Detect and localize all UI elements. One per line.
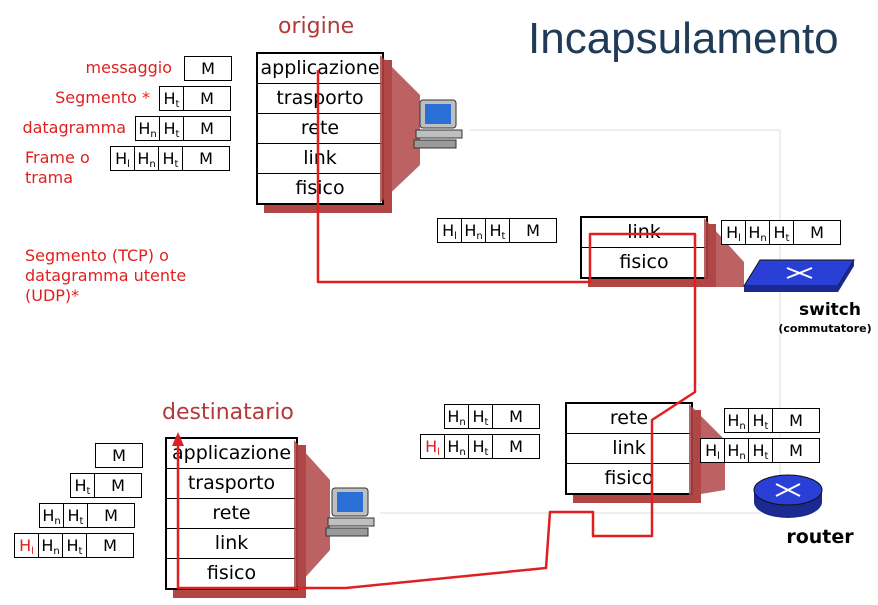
- transport-header-cell: Ht: [159, 147, 183, 170]
- network-header-cell: Hn: [445, 435, 469, 458]
- transport-header-cell: Ht: [469, 405, 493, 428]
- link-header-cell: Hl: [701, 439, 725, 462]
- source-shadow-wedge: [380, 55, 420, 203]
- packet-frame: Hl Hn Ht M: [110, 146, 230, 171]
- switch-label: switch: [799, 300, 861, 320]
- payload-cell: M: [104, 506, 118, 525]
- computer-icon: [413, 99, 463, 149]
- payload-cell: M: [201, 59, 215, 78]
- destination-layer-physical: fisico: [206, 562, 257, 584]
- switch-icon: [743, 259, 855, 292]
- packet-datagram: Hn Ht M: [135, 116, 231, 141]
- footnote-segment: Segmento (TCP) o datagramma utente (UDP)…: [25, 246, 187, 305]
- transport-header-cell: Ht: [160, 117, 184, 140]
- router-icon: [753, 474, 823, 518]
- payload-cell: M: [509, 437, 523, 456]
- router-layer-network: rete: [567, 404, 691, 434]
- link-header-cell: Hl: [438, 219, 462, 242]
- destination-packet-segment: Ht M: [70, 473, 142, 498]
- network-header-cell: Hn: [445, 405, 469, 428]
- source-layer-transport: trasporto: [258, 84, 382, 114]
- destination-shadow-wedge: [294, 440, 330, 590]
- packet-segment: Ht M: [159, 86, 231, 111]
- payload-cell: M: [526, 221, 540, 240]
- transport-header-cell: Ht: [71, 474, 95, 497]
- destination-layer-link: link: [167, 529, 296, 559]
- link-header-cell: Hl: [722, 221, 746, 244]
- source-layer-network: rete: [258, 114, 382, 144]
- link-header-cell: Hl: [421, 435, 445, 458]
- network-header-cell: Hn: [725, 409, 749, 432]
- network-header-cell: Hn: [462, 219, 486, 242]
- router-outgoing-frame: Hl Hn Ht M: [700, 438, 820, 463]
- switch-layer-link: link: [582, 218, 706, 248]
- network-header-cell: Hn: [746, 221, 770, 244]
- router-protocol-stack: rete link fisico: [565, 402, 693, 495]
- payload-cell: M: [199, 149, 213, 168]
- switch-sublabel: (commutatore): [778, 322, 872, 335]
- transport-header-cell: Ht: [486, 219, 510, 242]
- router-outgoing-datagram: Hn Ht M: [724, 408, 820, 433]
- label-frame: Frame o trama: [25, 148, 90, 187]
- transport-header-cell: Ht: [749, 409, 773, 432]
- source-layer-application: applicazione: [258, 54, 382, 84]
- destination-layer-application: applicazione: [167, 439, 296, 469]
- transport-header-cell: Ht: [749, 439, 773, 462]
- network-header-cell: Hn: [135, 147, 159, 170]
- payload-cell: M: [112, 446, 126, 465]
- network-header-cell: Hn: [39, 534, 63, 557]
- router-label: router: [786, 526, 854, 548]
- transport-header-cell: Ht: [770, 221, 794, 244]
- source-title: origine: [278, 14, 355, 39]
- destination-packet-datagram: Hn Ht M: [39, 503, 135, 528]
- network-header-cell: Hn: [40, 504, 64, 527]
- payload-cell: M: [200, 119, 214, 138]
- payload-cell: M: [810, 223, 824, 242]
- transport-header-cell: Ht: [63, 534, 87, 557]
- router-layer-physical: fisico: [604, 467, 654, 489]
- diagram-title: Incapsulamento: [528, 14, 839, 63]
- switch-outgoing-frame: Hl Hn Ht M: [721, 220, 841, 245]
- label-datagram: datagramma: [22, 118, 126, 137]
- destination-layer-transport: trasporto: [167, 469, 296, 499]
- destination-packet-message: M: [95, 443, 143, 468]
- label-message: messaggio: [85, 58, 172, 77]
- packet-message: M: [184, 56, 232, 81]
- source-layer-link: link: [258, 144, 382, 174]
- computer-icon: [325, 487, 375, 537]
- label-segment: Segmento *: [55, 88, 150, 107]
- source-layer-physical: fisico: [295, 177, 345, 199]
- payload-cell: M: [789, 411, 803, 430]
- payload-cell: M: [509, 407, 523, 426]
- transport-header-cell: Ht: [160, 87, 184, 110]
- transport-header-cell: Ht: [469, 435, 493, 458]
- payload-cell: M: [200, 89, 214, 108]
- network-header-cell: Hn: [725, 439, 749, 462]
- destination-packet-frame: Hl Hn Ht M: [14, 533, 134, 558]
- router-incoming-frame: Hl Hn Ht M: [420, 434, 540, 459]
- router-layer-link: link: [567, 434, 691, 464]
- router-incoming-datagram: Hn Ht M: [444, 404, 540, 429]
- payload-cell: M: [111, 476, 125, 495]
- link-header-cell: Hl: [15, 534, 39, 557]
- switch-shadow-wedge: [704, 218, 744, 287]
- destination-layer-network: rete: [167, 499, 296, 529]
- payload-cell: M: [789, 441, 803, 460]
- network-header-cell: Hn: [136, 117, 160, 140]
- switch-incoming-frame: Hl Hn Ht M: [437, 218, 557, 243]
- switch-layer-physical: fisico: [619, 251, 669, 273]
- payload-cell: M: [103, 536, 117, 555]
- link-header-cell: Hl: [111, 147, 135, 170]
- transport-header-cell: Ht: [64, 504, 88, 527]
- destination-title: destinatario: [162, 400, 294, 425]
